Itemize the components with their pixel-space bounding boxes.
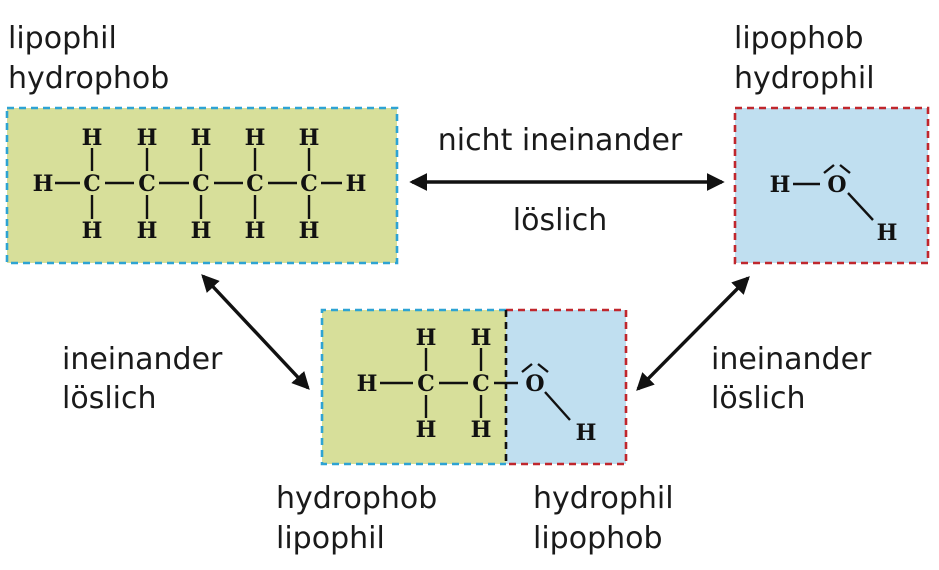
atom-h: H [471, 325, 492, 351]
water-box [733, 106, 930, 265]
atom-h: H [299, 218, 320, 244]
atom-h: H [416, 325, 437, 351]
atom-h: H [416, 417, 437, 443]
atom-c: C [246, 171, 264, 197]
atom-h: H [576, 420, 597, 446]
label-top-left-2: hydrophob [8, 61, 169, 96]
label-left-2: löslich [62, 381, 157, 416]
atom-h: H [299, 125, 320, 151]
atom-h: H [137, 125, 158, 151]
atom-h: H [191, 125, 212, 151]
atom-o: O [525, 371, 544, 397]
atom-h: H [357, 371, 378, 397]
atom-c: C [472, 371, 490, 397]
atom-o: O [827, 172, 846, 198]
atom-c: C [192, 171, 210, 197]
atom-h: H [245, 125, 266, 151]
label-middle-top: nicht ineinander [438, 123, 683, 158]
label-bottom-right-2: lipophob [533, 521, 663, 556]
label-right-2: löslich [711, 381, 806, 416]
label-bottom-left-1: hydrophob [276, 481, 437, 516]
label-bottom-left-2: lipophil [276, 521, 385, 556]
atom-h: H [82, 218, 103, 244]
atom-h: H [877, 220, 898, 246]
ethanol-molecule: H C C O H H H H H [357, 325, 597, 446]
atom-h: H [245, 218, 266, 244]
label-top-left-1: lipophil [8, 21, 117, 56]
ethanol-box [320, 308, 628, 466]
atom-h: H [346, 171, 367, 197]
atom-c: C [417, 371, 435, 397]
label-middle-bottom: löslich [513, 203, 608, 238]
atom-h: H [471, 417, 492, 443]
atom-c: C [138, 171, 156, 197]
atom-c: C [300, 171, 318, 197]
label-top-right-2: hydrophil [734, 61, 875, 96]
atom-c: C [83, 171, 101, 197]
atom-h: H [770, 172, 791, 198]
atom-h: H [137, 218, 158, 244]
label-left-1: ineinander [62, 342, 223, 377]
pentane-molecule: H C C C C C H H H H H H H H H H H [33, 125, 367, 244]
label-bottom-right-1: hydrophil [533, 481, 674, 516]
atom-h: H [191, 218, 212, 244]
water-molecule: H O H [770, 164, 898, 246]
label-top-right-1: lipophob [734, 21, 864, 56]
label-right-1: ineinander [711, 342, 872, 377]
double-arrow-left [201, 274, 310, 390]
atom-h: H [82, 125, 103, 151]
pentane-box [5, 106, 399, 265]
double-arrow-right [636, 276, 750, 391]
atom-h: H [33, 171, 54, 197]
